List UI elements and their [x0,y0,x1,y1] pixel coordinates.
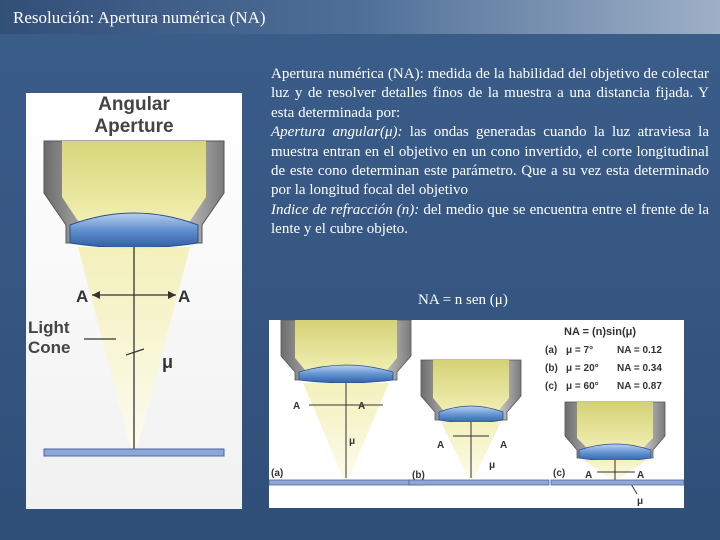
fig2-b-coverslip [408,479,550,486]
fig2-row-c-na: NA = 0.87 [617,381,662,392]
paragraph-refraction-index: Indice de refracción (n): del medio que … [271,201,709,240]
fig1-arrow-left-head [92,291,100,299]
fig2-row-a-mu: μ = 7° [566,345,593,356]
fig2-a-label: (a) [271,468,283,479]
paragraph-na-definition: Apertura numérica (NA): medida de la hab… [271,66,709,121]
fig1-label-light: Light [28,318,70,337]
term-angular-aperture: Apertura angular(μ): [271,124,403,141]
slide-title: Resolución: Apertura numérica (NA) [13,8,266,27]
fig2-row-c-mu: μ = 60° [566,381,599,392]
fig1-title-aperture: Aperture [94,116,173,137]
fig2-b-label: (b) [412,470,425,481]
fig1-front-lens [69,212,199,249]
fig2-row-a-label: (a) [545,345,557,356]
na-formula: NA = n sen (μ) [418,292,508,308]
fig2-c-label: (c) [553,468,565,479]
fig2-c-label-a-left: A [585,470,592,481]
fig2-b-label-a-left: A [437,440,444,451]
fig2-a-label-mu: μ [349,436,355,447]
fig1-coverslip [43,448,225,457]
fig2-row-b: (b) μ = 20° NA = 0.34 [545,363,662,374]
fig2-panel-b: A A μ (b) [408,359,550,486]
fig2-row-b-na: NA = 0.34 [617,363,662,374]
fig2-c-interior [577,402,653,448]
fig2-c-lens [578,443,652,462]
fig1-objective-interior [62,141,206,221]
body-text: Apertura numérica (NA): medida de la hab… [271,65,709,240]
fig1-title-angular: Angular [98,94,170,115]
fig2-b-lens [438,405,504,424]
fig2-row-c: (c) μ = 60° NA = 0.87 [545,381,662,392]
fig2-a-label-a-left: A [293,401,300,412]
fig2-c-mu-pointer [630,483,638,495]
fig2-c-label-mu: μ [637,496,643,507]
fig2-a-label-a-right: A [358,401,365,412]
fig2-panel-c: A A μ (c) [550,401,684,507]
fig1-arrow-right-head [168,291,176,299]
title-bar: Resolución: Apertura numérica (NA) [0,0,720,34]
fig2-b-interior [433,360,509,410]
fig2-panel-a: A A μ (a) [269,320,425,486]
na-comparison-figure: NA = (n)sin(μ) (a) μ = 7° NA = 0.12 (b) … [269,320,684,508]
fig2-row-b-mu: μ = 20° [566,363,599,374]
paragraph-angular-aperture: Apertura angular(μ): las ondas generadas… [271,123,709,201]
fig2-row-a-na: NA = 0.12 [617,345,662,356]
angular-aperture-figure: Angular Aperture A A Light Cone μ [26,93,242,509]
term-refraction-index: Indice de refracción (n): [271,201,420,218]
text-angular-aperture: las ondas generadas cuando la luz atravi… [271,124,710,199]
fig2-formula: NA = (n)sin(μ) [564,326,636,338]
fig2-row-c-label: (c) [545,381,557,392]
fig1-label-cone: Cone [28,338,71,357]
fig1-label-a-left: A [76,287,88,306]
fig2-b-label-a-right: A [500,440,507,451]
fig1-label-mu: μ [162,352,173,372]
fig2-b-label-mu: μ [489,460,495,471]
fig2-a-interior [295,320,397,370]
fig2-row-b-label: (b) [545,363,558,374]
fig2-a-coverslip [269,479,425,486]
fig1-mu-pointer [125,348,145,356]
text-refraction-index: del medio que se encuentra entre el fren… [271,201,709,238]
fig1-label-a-right: A [178,287,190,306]
fig2-c-coverslip [550,479,684,486]
fig2-row-a: (a) μ = 7° NA = 0.12 [545,345,662,356]
fig2-a-lens [298,364,394,384]
fig2-c-label-a-right: A [637,470,644,481]
